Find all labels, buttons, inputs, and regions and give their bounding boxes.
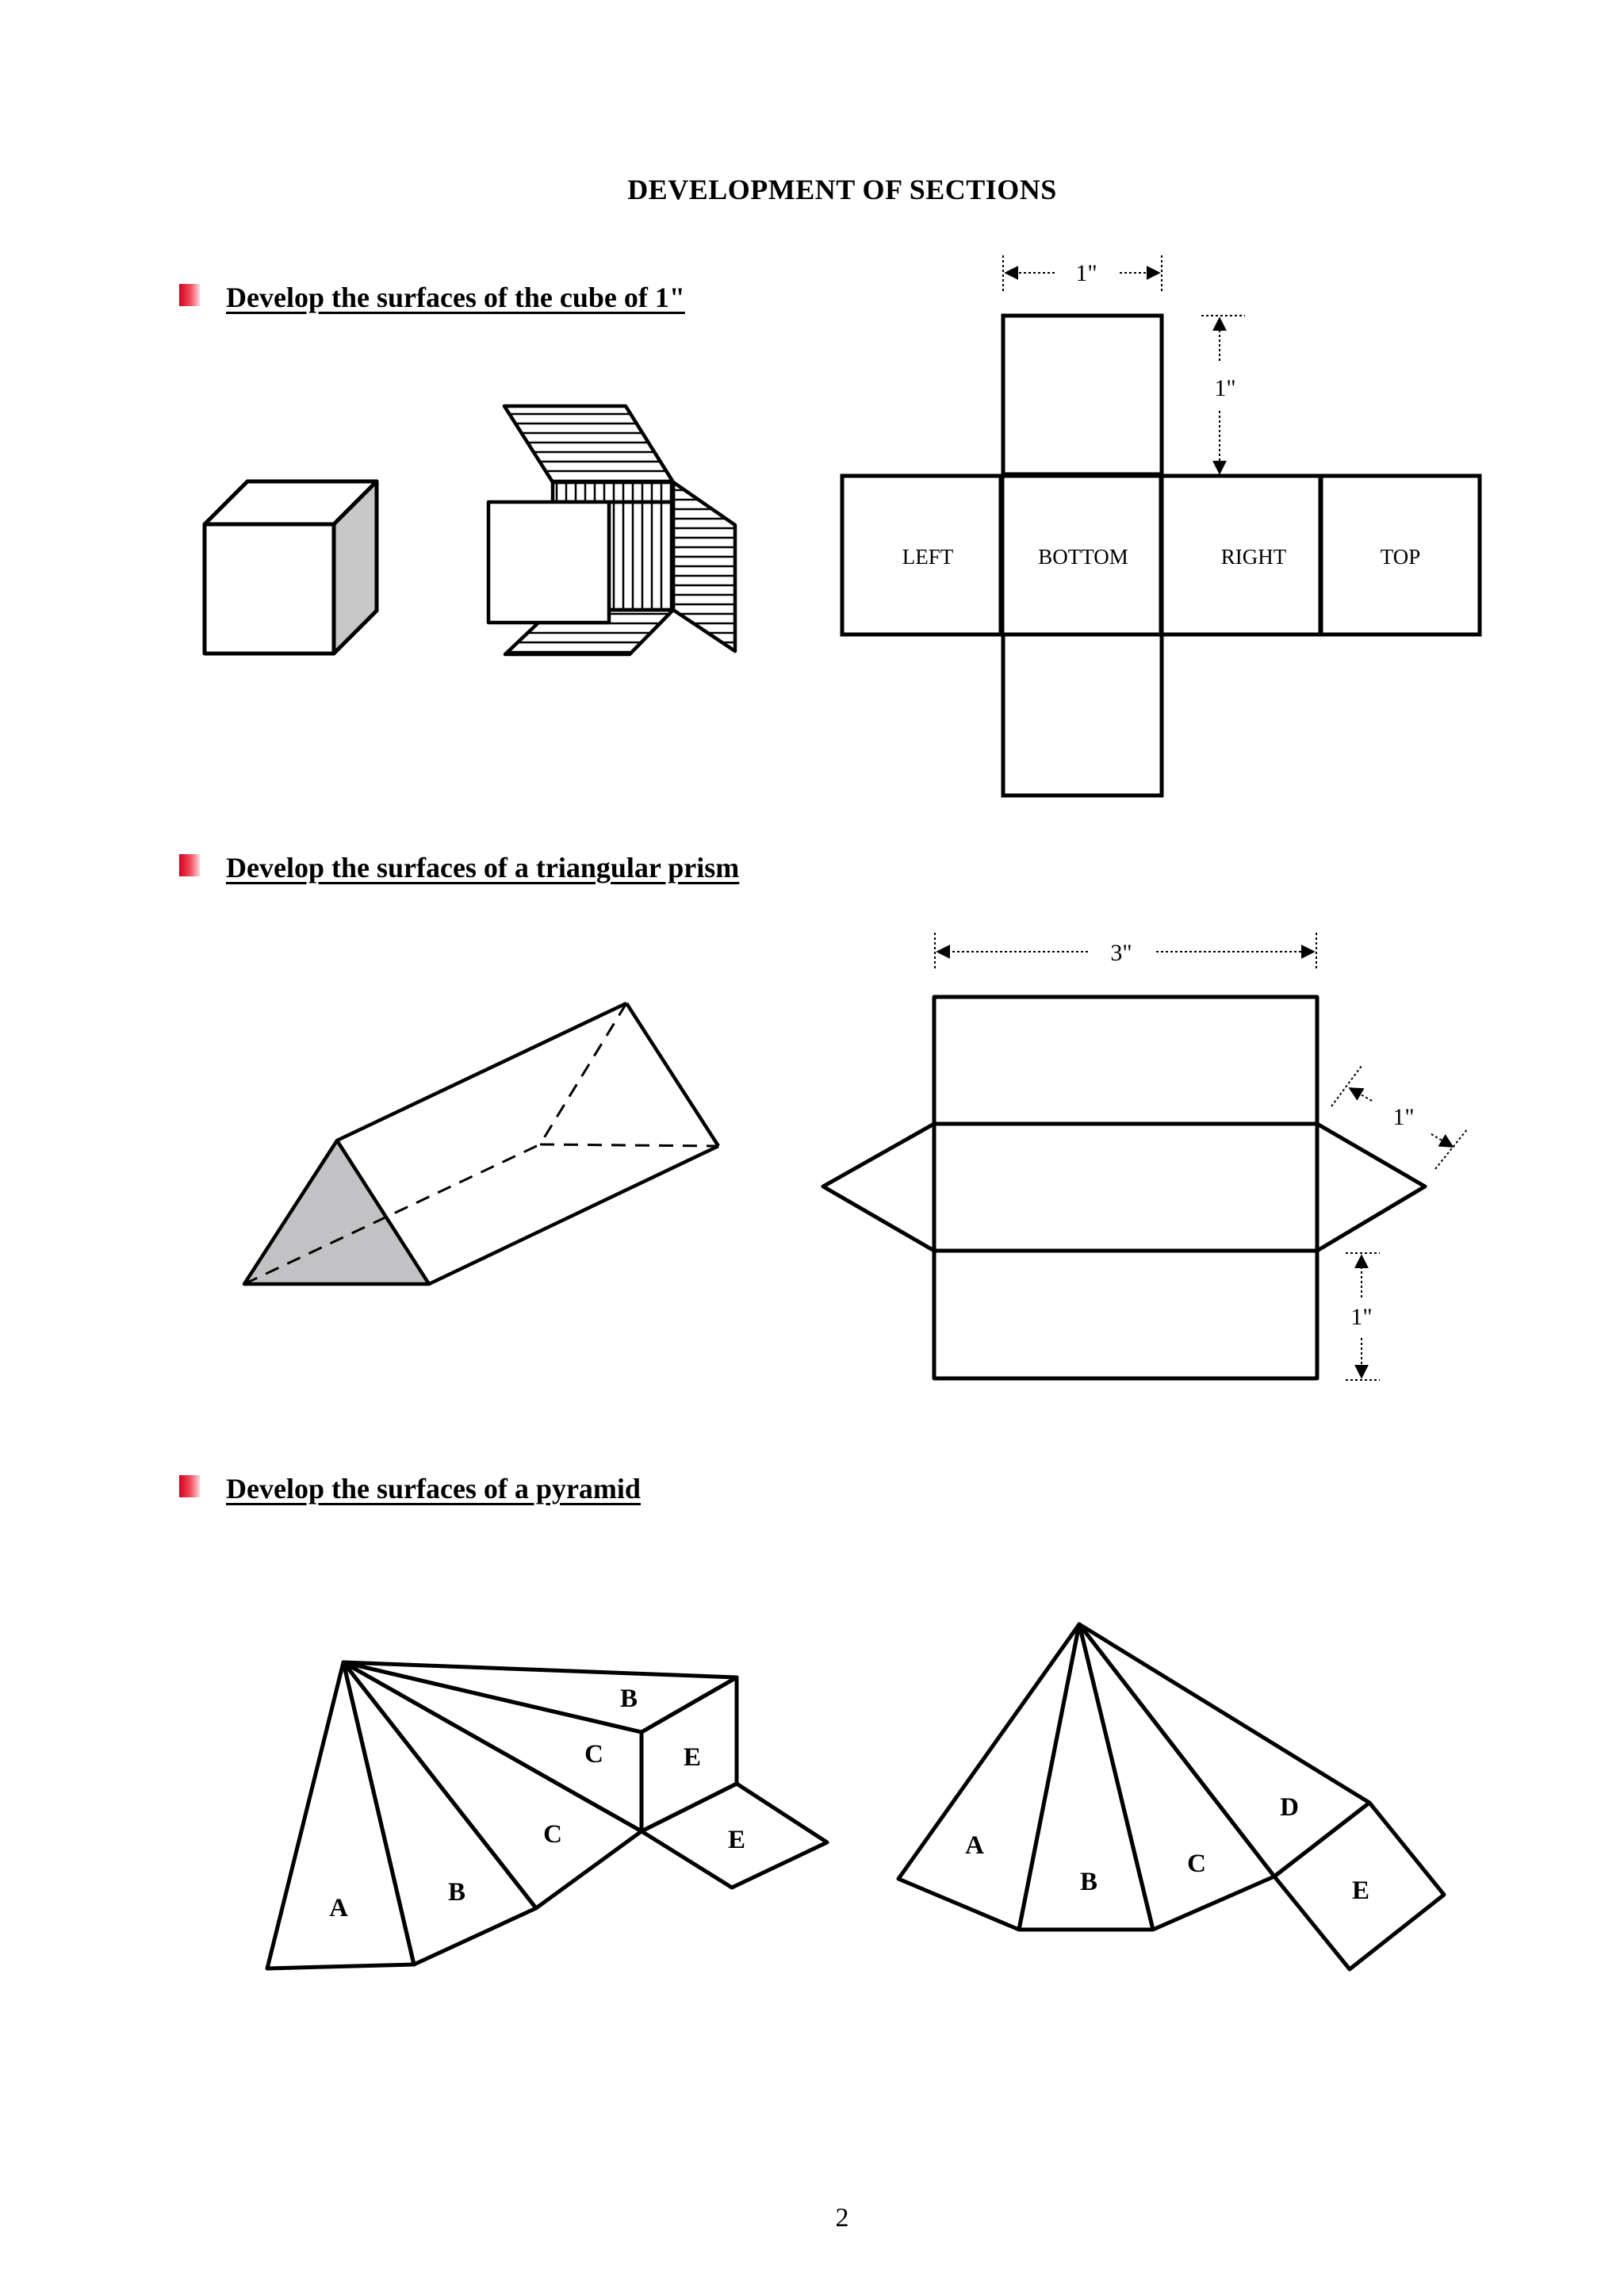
cube-width-dimension — [1002, 255, 1162, 292]
prism-height-label: 1" — [1350, 1304, 1372, 1330]
pyramid-left-label-b2: B — [620, 1685, 638, 1713]
prism-length-label: 3" — [1110, 940, 1132, 966]
cube-height-dimension — [1201, 315, 1245, 475]
page-title: DEVELOPMENT OF SECTIONS — [627, 174, 1057, 205]
section-heading-prism: Develop the surfaces of a triangular pri… — [226, 852, 740, 884]
prism-length-dimension — [934, 933, 1317, 969]
cube-net-face-right: RIGHT — [1221, 545, 1287, 569]
cube-3d-drawing — [202, 479, 379, 656]
cube-height-label: 1" — [1214, 375, 1235, 401]
pyramid-right-label-d: D — [1280, 1793, 1299, 1822]
cube-net-drawing — [840, 313, 1482, 798]
prism-height-dimension — [1346, 1252, 1380, 1381]
bullet-icon — [179, 854, 200, 876]
pyramid-left-drawing — [265, 1660, 829, 1971]
pyramid-right-label-b: B — [1080, 1868, 1097, 1896]
bullet-icon — [179, 1475, 200, 1497]
section-heading-pyramid: Develop the surfaces of a pyramid — [226, 1473, 641, 1504]
pyramid-left-label-b: B — [448, 1878, 465, 1907]
pyramid-right-label-a: A — [965, 1831, 984, 1860]
prism-3d-drawing — [242, 1001, 720, 1286]
prism-net-drawing — [821, 995, 1427, 1381]
pyramid-left-label-e2: E — [728, 1826, 745, 1854]
pyramid-right-drawing — [896, 1622, 1446, 1972]
pyramid-left-label-a: A — [329, 1894, 348, 1922]
prism-side-label: 1" — [1392, 1104, 1414, 1130]
cube-net-face-left: LEFT — [902, 545, 954, 569]
cube-width-label: 1" — [1075, 260, 1097, 286]
cube-net-face-top: TOP — [1381, 545, 1421, 569]
cube-net-face-bottom: BOTTOM — [1038, 545, 1128, 569]
pyramid-right-label-c: C — [1187, 1849, 1206, 1878]
pyramid-right-label-e: E — [1352, 1876, 1369, 1905]
pyramid-left-label-c2: C — [584, 1740, 603, 1769]
cube-unfolding-drawing — [486, 404, 737, 657]
pyramid-left-label-c: C — [543, 1820, 562, 1849]
prism-side-dimension — [1331, 1065, 1469, 1170]
section-heading-cube: Develop the surfaces of the cube of 1" — [226, 282, 685, 313]
bullet-icon — [179, 284, 200, 306]
pyramid-left-label-e: E — [684, 1743, 701, 1772]
page-number: 2 — [835, 2203, 849, 2233]
